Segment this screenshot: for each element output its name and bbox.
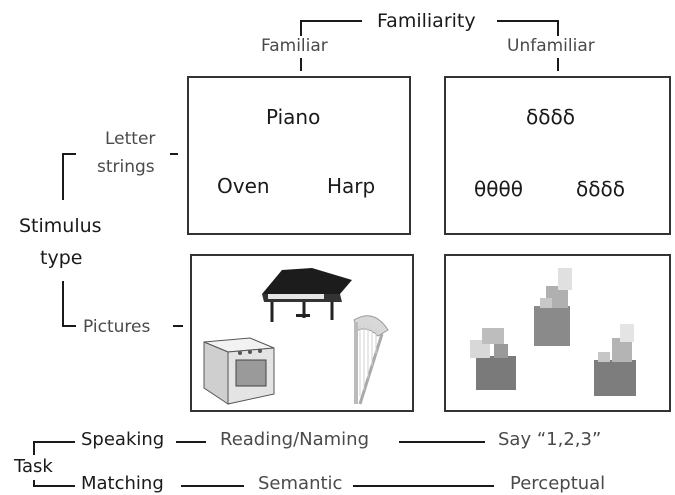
stimulus-bracket-top-horizontal xyxy=(62,153,76,155)
familiarity-title: Familiarity xyxy=(377,10,476,32)
unfamiliar-column-label: Unfamiliar xyxy=(507,36,595,56)
pictures-tick xyxy=(173,325,183,327)
speaking-familiar-label: Reading/Naming xyxy=(220,429,369,450)
letter-strings-tick xyxy=(170,153,178,155)
speaking-connector-2 xyxy=(399,441,485,443)
familiarity-bracket-right-top xyxy=(497,20,559,22)
stimulus-bracket-top-vertical xyxy=(62,153,64,200)
task-bracket-bottom-vertical xyxy=(33,480,35,487)
matching-unfamiliar-label: Perceptual xyxy=(510,473,606,494)
panel-unfamiliar-letter-strings: δδδδ θθθθ δδδδ xyxy=(444,76,671,235)
matching-familiar-label: Semantic xyxy=(258,473,343,494)
block-object-3-icon xyxy=(594,324,636,396)
task-bracket-bottom-horizontal xyxy=(33,485,75,487)
harp-icon xyxy=(353,315,389,405)
task-label: Task xyxy=(14,456,53,477)
task-bracket-top-horizontal xyxy=(33,441,75,443)
word-oven: Oven xyxy=(217,174,270,198)
oven-icon xyxy=(203,337,275,405)
piano-icon xyxy=(262,268,352,322)
panel-familiar-letter-strings: Piano Oven Harp xyxy=(187,76,411,235)
pseudo-letters-3: δδδδ xyxy=(576,177,625,201)
letter-strings-label-line1: Letter xyxy=(105,129,156,149)
unfamiliar-tick xyxy=(557,58,559,71)
word-harp: Harp xyxy=(327,174,376,198)
unfamiliar-pictures-art xyxy=(470,268,636,396)
familiar-tick xyxy=(300,58,302,71)
pseudo-letters-1: δδδδ xyxy=(526,105,575,129)
stimulus-type-label-line2: type xyxy=(40,247,83,269)
task-bracket-top-vertical xyxy=(33,441,35,455)
word-piano: Piano xyxy=(266,105,321,129)
familiarity-bracket-right-drop xyxy=(557,20,559,36)
familiarity-bracket-left-drop xyxy=(300,20,302,36)
block-object-2-icon xyxy=(470,328,516,390)
speaking-connector-1 xyxy=(176,441,206,443)
panel-unfamiliar-pictures xyxy=(444,254,671,412)
matching-connector-2 xyxy=(353,485,494,487)
speaking-unfamiliar-label: Say “1,2,3” xyxy=(498,429,602,450)
panel-familiar-pictures xyxy=(190,254,414,412)
stimulus-bracket-bottom-vertical xyxy=(62,281,64,327)
task-speaking-label: Speaking xyxy=(81,429,165,450)
familiar-column-label: Familiar xyxy=(261,36,328,56)
stimulus-bracket-bottom-horizontal xyxy=(62,325,76,327)
pictures-label: Pictures xyxy=(83,317,151,337)
pseudo-letters-2: θθθθ xyxy=(474,177,523,201)
matching-connector-1 xyxy=(181,485,244,487)
familiar-pictures-art xyxy=(203,268,389,405)
familiarity-bracket-left-top xyxy=(300,20,362,22)
task-matching-label: Matching xyxy=(81,473,164,494)
letter-strings-label-line2: strings xyxy=(97,157,155,177)
stimulus-type-label-line1: Stimulus xyxy=(19,215,102,237)
block-object-1-icon xyxy=(534,268,572,346)
